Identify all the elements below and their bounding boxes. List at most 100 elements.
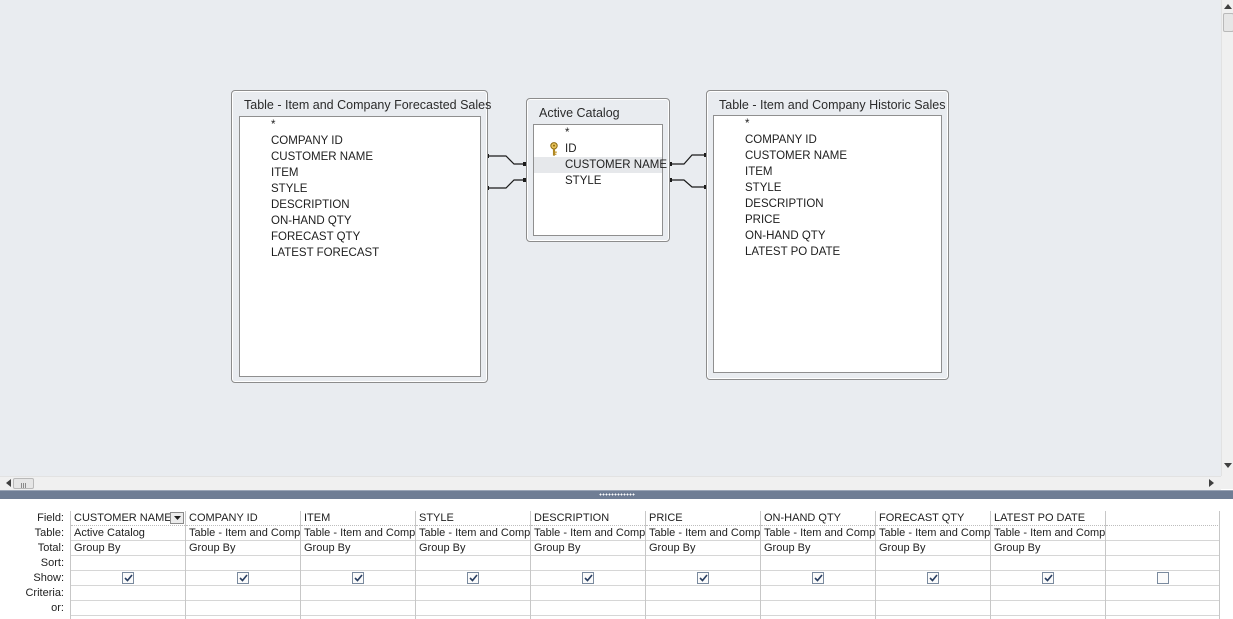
vertical-scrollbar[interactable]	[1221, 0, 1233, 476]
total-cell[interactable]: Group By	[416, 541, 530, 556]
show-checkbox[interactable]	[467, 572, 479, 584]
table-title[interactable]: Table - Item and Company Historic Sales	[719, 98, 946, 112]
field-item[interactable]: DESCRIPTION	[745, 198, 824, 210]
show-cell[interactable]	[186, 571, 300, 586]
field-item[interactable]: ITEM	[745, 166, 773, 178]
field-item[interactable]: STYLE	[565, 175, 602, 187]
query-design-grid[interactable]: Field: Table: Total: Sort: Show: Criteri…	[0, 499, 1233, 619]
or-cell[interactable]	[646, 601, 760, 616]
criteria-cell[interactable]	[876, 586, 990, 601]
total-cell[interactable]: Group By	[301, 541, 415, 556]
field-item[interactable]: PRICE	[745, 214, 781, 226]
show-cell[interactable]	[991, 571, 1105, 586]
field-dropdown-button[interactable]	[170, 512, 184, 524]
show-checkbox[interactable]	[122, 572, 134, 584]
query-diagram-pane[interactable]: Table - Item and Company Forecasted Sale…	[0, 0, 1221, 476]
grid-column[interactable]	[1105, 511, 1220, 619]
table-cell[interactable]: Table - Item and Comp	[531, 526, 645, 541]
table-cell[interactable]: Table - Item and Comp	[646, 526, 760, 541]
show-checkbox[interactable]	[812, 572, 824, 584]
criteria-cell[interactable]	[646, 586, 760, 601]
field-item[interactable]: *	[745, 118, 750, 130]
vertical-scroll-thumb[interactable]	[1223, 13, 1233, 32]
criteria-cell[interactable]	[531, 586, 645, 601]
or-cell[interactable]	[991, 601, 1105, 616]
field-item[interactable]: STYLE	[271, 183, 308, 195]
field-item[interactable]: COMPANY ID	[271, 135, 343, 147]
horizontal-scroll-thumb[interactable]	[13, 478, 34, 489]
sort-cell[interactable]	[646, 556, 760, 571]
total-cell[interactable]: Group By	[646, 541, 760, 556]
show-checkbox[interactable]	[1157, 572, 1169, 584]
field-cell[interactable]: LATEST PO DATE	[991, 511, 1105, 526]
criteria-cell[interactable]	[1106, 586, 1220, 601]
field-item[interactable]: FORECAST QTY	[271, 231, 361, 243]
table-cell[interactable]: Table - Item and Comp	[416, 526, 530, 541]
show-checkbox[interactable]	[352, 572, 364, 584]
criteria-cell[interactable]	[71, 586, 185, 601]
criteria-cell[interactable]	[991, 586, 1105, 601]
show-cell[interactable]	[876, 571, 990, 586]
total-cell[interactable]: Group By	[186, 541, 300, 556]
table-cell[interactable]: Table - Item and Comp	[761, 526, 875, 541]
criteria-cell[interactable]	[301, 586, 415, 601]
show-checkbox[interactable]	[1042, 572, 1054, 584]
show-checkbox[interactable]	[582, 572, 594, 584]
show-checkbox[interactable]	[237, 572, 249, 584]
field-cell[interactable]: PRICE	[646, 511, 760, 526]
show-cell[interactable]	[416, 571, 530, 586]
field-item[interactable]: ITEM	[271, 167, 299, 179]
or-cell[interactable]	[1106, 601, 1220, 616]
field-cell[interactable]: STYLE	[416, 511, 530, 526]
or-cell[interactable]	[301, 601, 415, 616]
scroll-left-button[interactable]	[2, 477, 14, 489]
table-cell[interactable]: Active Catalog	[71, 526, 185, 541]
table-cell[interactable]	[1106, 526, 1220, 541]
sort-cell[interactable]	[876, 556, 990, 571]
sort-cell[interactable]	[416, 556, 530, 571]
scroll-up-button[interactable]	[1222, 0, 1233, 12]
table-cell[interactable]: Table - Item and Comp	[876, 526, 990, 541]
field-item[interactable]: CUSTOMER NAME	[745, 150, 848, 162]
total-cell[interactable]	[1106, 541, 1220, 556]
field-item[interactable]: ON-HAND QTY	[745, 230, 826, 242]
scroll-right-button[interactable]	[1206, 477, 1218, 489]
field-item[interactable]: ID	[534, 141, 662, 157]
field-item[interactable]: DESCRIPTION	[271, 199, 350, 211]
show-checkbox[interactable]	[697, 572, 709, 584]
show-cell[interactable]	[761, 571, 875, 586]
field-list[interactable]: * COMPANY ID CUSTOMER NAME ITEM STYLE DE…	[713, 115, 942, 373]
field-cell[interactable]: DESCRIPTION	[531, 511, 645, 526]
field-item[interactable]: STYLE	[745, 182, 782, 194]
field-list[interactable]: * ID CUSTOMER NAME STYLE	[533, 124, 667, 236]
total-cell[interactable]: Group By	[876, 541, 990, 556]
field-cell[interactable]: ON-HAND QTY	[761, 511, 875, 526]
show-checkbox[interactable]	[927, 572, 939, 584]
field-item[interactable]: *	[565, 127, 570, 139]
field-cell[interactable]: ITEM	[301, 511, 415, 526]
show-cell[interactable]	[531, 571, 645, 586]
field-list[interactable]: * COMPANY ID CUSTOMER NAME ITEM STYLE DE…	[239, 116, 481, 377]
field-item[interactable]: LATEST FORECAST	[271, 247, 380, 259]
field-cell[interactable]: FORECAST QTY	[876, 511, 990, 526]
field-item[interactable]: *	[271, 119, 276, 131]
field-item[interactable]: CUSTOMER NAME	[271, 151, 374, 163]
total-cell[interactable]: Group By	[761, 541, 875, 556]
show-cell[interactable]	[301, 571, 415, 586]
or-cell[interactable]	[531, 601, 645, 616]
show-cell[interactable]	[71, 571, 185, 586]
sort-cell[interactable]	[71, 556, 185, 571]
field-cell[interactable]	[1106, 511, 1220, 526]
table-active-catalog[interactable]: Active Catalog * ID CUSTOMER NAME STYLE	[526, 98, 670, 242]
field-cell[interactable]: COMPANY ID	[186, 511, 300, 526]
field-cell[interactable]: CUSTOMER NAME	[71, 511, 185, 526]
criteria-cell[interactable]	[416, 586, 530, 601]
